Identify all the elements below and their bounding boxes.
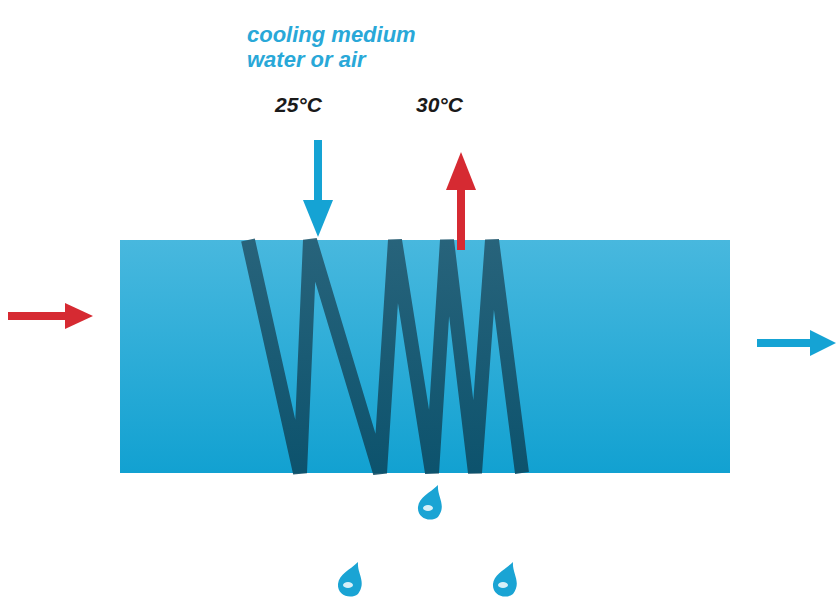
hot-inlet-arrowhead [65, 303, 93, 329]
inlet-arrow [314, 140, 322, 205]
outlet-arrowhead [446, 152, 476, 190]
outlet-arrow [457, 185, 465, 250]
cooling-coil [248, 240, 522, 473]
exchanger-body [120, 240, 730, 473]
cooled-outlet-arrowhead [810, 330, 836, 356]
hot-inlet-arrow [8, 312, 70, 320]
condensate-drops [338, 485, 517, 597]
outlet-temperature: 30°C [416, 93, 463, 116]
inlet-temperature: 25°C [275, 93, 322, 116]
medium-heading: cooling medium water or air [247, 22, 432, 73]
inlet-arrowhead [303, 200, 333, 237]
cooled-outlet-arrow [757, 339, 815, 347]
